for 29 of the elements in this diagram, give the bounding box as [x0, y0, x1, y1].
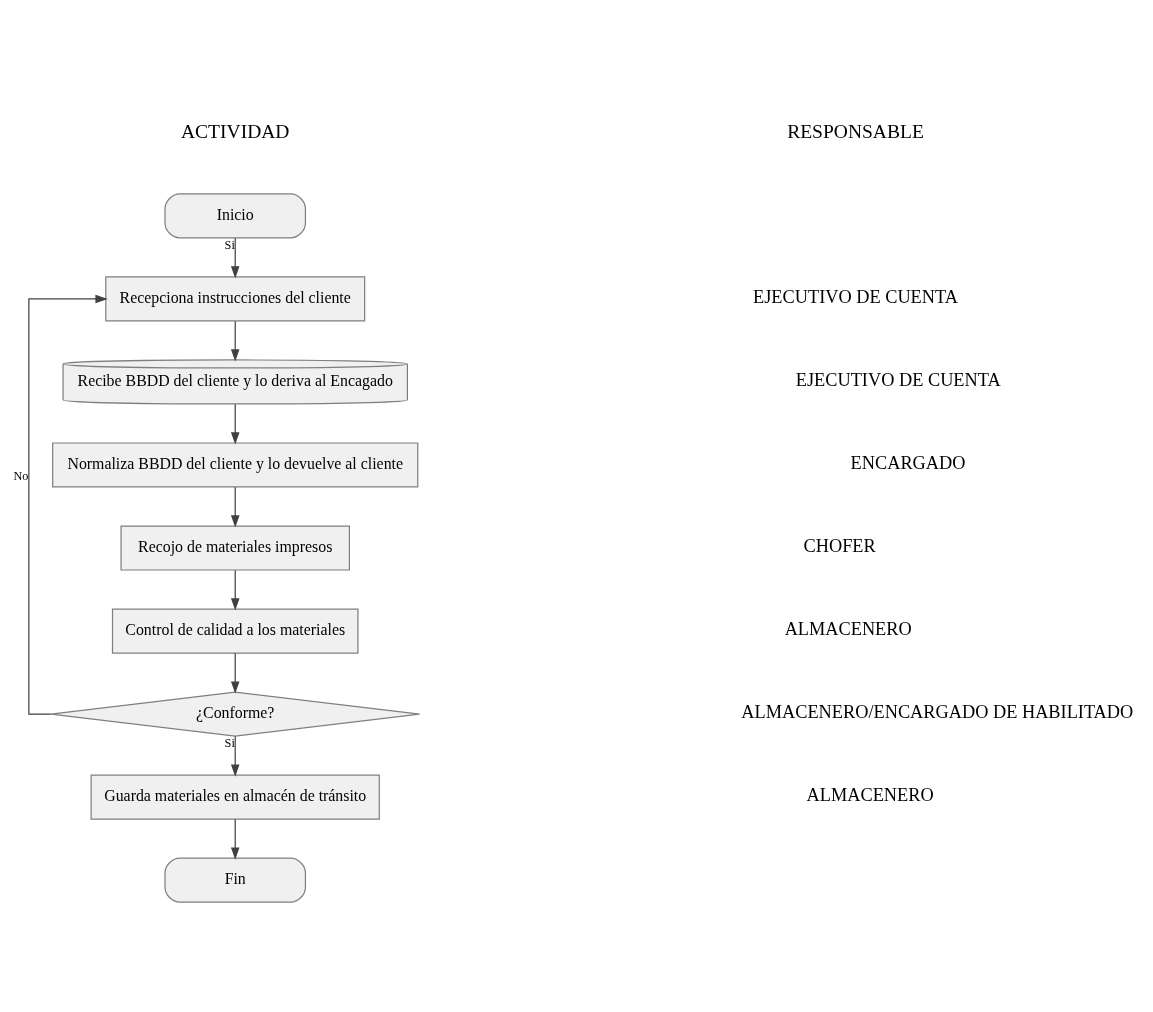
label: EJECUTIVO DE CUENTA	[795, 369, 1001, 390]
arrow	[230, 818, 240, 860]
arrow	[230, 735, 240, 777]
edge-label: No	[13, 468, 29, 483]
arrow	[28, 294, 108, 715]
edge-label: Si	[224, 237, 235, 252]
arrow	[230, 652, 240, 694]
arrow	[230, 569, 240, 611]
arrow	[230, 403, 240, 445]
label: RESPONSABLE	[787, 120, 924, 141]
node-box: Fin	[164, 857, 307, 903]
node-diamond: ¿Conforme?	[50, 691, 421, 737]
arrow	[230, 320, 240, 361]
node-box: Control de calidad a los materiales	[111, 607, 359, 654]
node-box: Normaliza BBDD del cliente y lo devuelve al cliente	[52, 441, 419, 488]
label: ALMACENERO	[806, 784, 934, 805]
label: CHOFER	[803, 535, 876, 556]
node-box: Recojo de materiales impresos	[120, 524, 350, 571]
edge-label: Si	[224, 735, 235, 750]
node-box: Guarda materiales en almacén de tránsito	[90, 774, 380, 820]
label: ACTIVIDAD	[181, 120, 290, 141]
label: ALMACENERO	[784, 618, 912, 639]
node-box: Recepciona instrucciones del cliente	[105, 275, 366, 321]
label: ALMACENERO/ENCARGADO DE HABILITADO	[741, 701, 1134, 722]
label: EJECUTIVO DE CUENTA	[753, 286, 958, 307]
arrow	[230, 237, 240, 278]
node-box: Inicio	[164, 192, 307, 238]
label: ENCARGADO	[850, 452, 966, 473]
arrow	[230, 486, 240, 528]
